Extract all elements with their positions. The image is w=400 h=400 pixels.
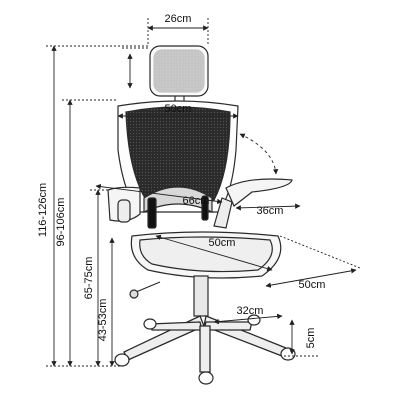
left-armrest bbox=[107, 186, 141, 223]
armrest-depth-label: 36cm bbox=[257, 205, 284, 217]
dimension-labels: 26cm 50cm 66cm 36cm 50cm 50cm 32cm 5cm 1… bbox=[37, 13, 325, 348]
backrest-top-height-label: 96-106cm bbox=[55, 198, 67, 247]
leg-length-label: 32cm bbox=[237, 305, 264, 317]
right-armrest bbox=[213, 178, 293, 229]
armrest-span-label: 66cm bbox=[183, 195, 210, 207]
caster-height-label: 5cm bbox=[305, 328, 317, 349]
total-height-label: 116-126cm bbox=[37, 183, 49, 237]
headrest-width-label: 26cm bbox=[165, 13, 192, 25]
armrest-height-label: 65-75cm bbox=[83, 257, 95, 300]
headrest bbox=[149, 45, 209, 106]
gas-lift bbox=[129, 275, 209, 317]
seat-depth-label: 50cm bbox=[209, 237, 236, 249]
star-base bbox=[123, 315, 287, 373]
seat-width-label: 50cm bbox=[299, 279, 326, 291]
seat bbox=[130, 231, 282, 279]
dimension-lines bbox=[46, 18, 361, 367]
backrest-width-label: 50cm bbox=[165, 103, 192, 115]
seat-height-label: 43-53cm bbox=[97, 299, 109, 342]
